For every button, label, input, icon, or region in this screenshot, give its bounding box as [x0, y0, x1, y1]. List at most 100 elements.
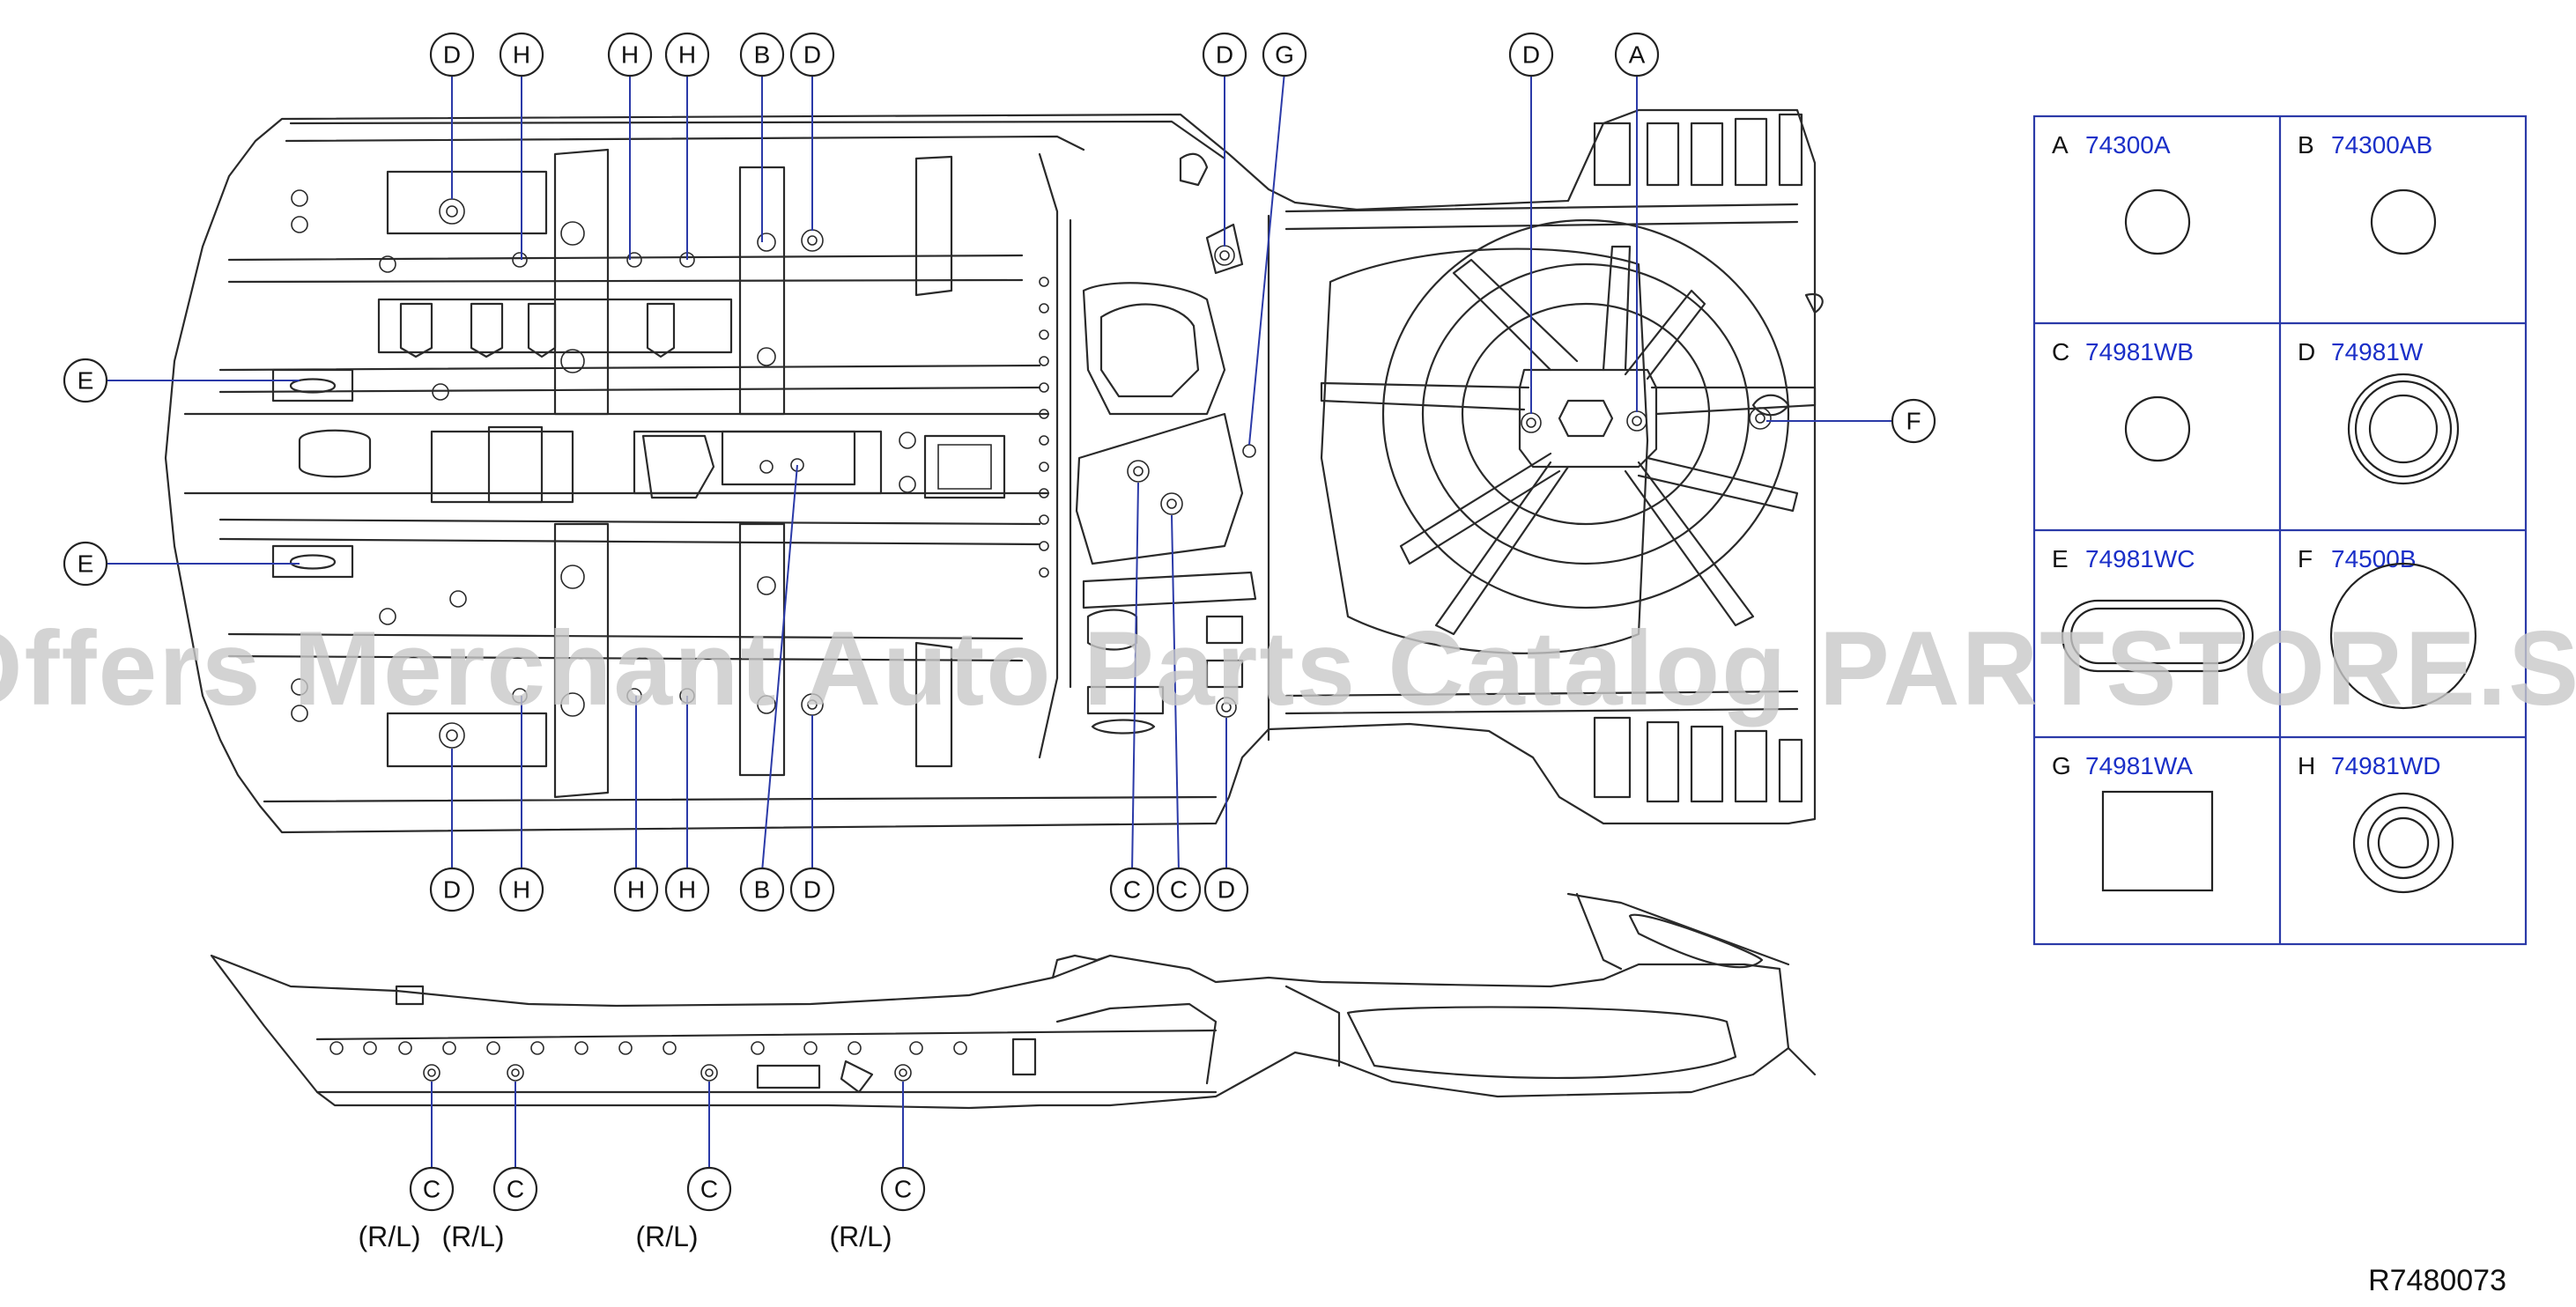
callout-h-1: H [499, 867, 544, 912]
callout-circle [492, 1166, 538, 1212]
callout-circle [664, 32, 710, 78]
callout-circle [1614, 32, 1660, 78]
callout-circle [499, 867, 544, 912]
callout-c-1: C [492, 1166, 538, 1212]
legend-cell-a: A 74300A [2052, 131, 2191, 255]
floor-pan-side-view [210, 892, 1817, 1110]
callout-d-5: D [789, 32, 835, 78]
callout-letter: E [78, 367, 94, 395]
legend-part-number: 74500B [2331, 545, 2417, 572]
callout-letter: B [754, 876, 771, 904]
legend-cell-g: G 74981WA [2052, 752, 2214, 892]
callout-letter: C [894, 1176, 912, 1203]
legend-letter: C [2052, 338, 2069, 366]
callouts-right-side: F [1891, 398, 1936, 444]
callout-d-6: D [1202, 32, 1247, 78]
callout-letter: D [1218, 876, 1235, 904]
callout-letter: D [803, 41, 821, 69]
callout-letter: C [423, 1176, 440, 1203]
callout-letter: C [507, 1176, 524, 1203]
callout-circle [1891, 398, 1936, 444]
callout-circle [880, 1166, 926, 1212]
legend-symbol-circle [2370, 188, 2437, 255]
callout-h-3: H [664, 32, 710, 78]
legend-symbol-circle [2124, 395, 2191, 462]
callout-b-4: B [739, 32, 785, 78]
callout-f-0: F [1891, 398, 1936, 444]
callout-c-7: C [1156, 867, 1202, 912]
callout-circle [739, 32, 785, 78]
callout-letter: A [1629, 41, 1646, 69]
legend-part-number: 74300A [2085, 131, 2171, 159]
callout-letter: H [678, 41, 696, 69]
callout-h-3: H [664, 867, 710, 912]
callout-circle [789, 32, 835, 78]
callout-letter: F [1906, 408, 1921, 435]
legend-symbol-circle [2124, 188, 2191, 255]
rl-label-3: (R/L) [829, 1221, 892, 1252]
callout-circle [1508, 32, 1554, 78]
callout-h-1: H [499, 32, 544, 78]
legend-letter: G [2052, 752, 2071, 779]
legend-cell-c: C 74981WB [2052, 338, 2194, 462]
legend-cell-f: F 74500B [2298, 545, 2477, 710]
callout-circle [429, 32, 475, 78]
callout-circle [664, 867, 710, 912]
legend-symbol-large-circle [2329, 562, 2477, 710]
legend-part-number: 74981WA [2085, 752, 2193, 779]
watermark-text: Offers Merchant Auto Parts Catalog PARTS… [0, 609, 2576, 727]
callout-letter: G [1275, 41, 1294, 69]
legend-cell-e: E 74981WC [2052, 545, 2254, 673]
spare-tire-well [1320, 218, 1817, 654]
callout-letter: H [513, 876, 530, 904]
legend-letter: A [2052, 131, 2069, 159]
legend-letter: F [2298, 545, 2313, 572]
legend-letter: D [2298, 338, 2315, 366]
callout-letter: E [78, 550, 94, 578]
callout-circle [686, 1166, 732, 1212]
callout-letter: D [1522, 41, 1540, 69]
callout-e-0: E [63, 358, 108, 403]
callout-c-3: C [880, 1166, 926, 1212]
legend-symbol-oval [2061, 599, 2254, 673]
callout-letter: H [627, 876, 645, 904]
callout-letter: H [513, 41, 530, 69]
callout-circle [63, 358, 108, 403]
callout-letter: C [1170, 876, 1188, 904]
legend-cell-d: D 74981W [2298, 338, 2460, 485]
callout-letter: D [1216, 41, 1233, 69]
callout-c-6: C [1109, 867, 1155, 912]
legend-letter: E [2052, 545, 2069, 572]
callout-circle [409, 1166, 455, 1212]
callout-h-2: H [613, 867, 659, 912]
rl-label-2: (R/L) [635, 1221, 698, 1252]
callout-circle [607, 32, 653, 78]
legend-part-number: 74981W [2331, 338, 2424, 366]
callout-circle [613, 867, 659, 912]
legend-part-number: 74981WB [2085, 338, 2194, 366]
callout-circle [739, 867, 785, 912]
callout-d-8: D [1203, 867, 1249, 912]
callout-circle [429, 867, 475, 912]
side-view-rl-labels: (R/L)(R/L)(R/L)(R/L) [358, 1221, 892, 1252]
callout-d-0: D [429, 867, 475, 912]
rl-label-1: (R/L) [441, 1221, 504, 1252]
callout-letter: D [443, 41, 461, 69]
callout-d-8: D [1508, 32, 1554, 78]
leader-lines [107, 71, 1892, 1167]
callout-letter: D [443, 876, 461, 904]
callout-circle [499, 32, 544, 78]
legend-part-number: 74981WC [2085, 545, 2195, 572]
legend-letter: H [2298, 752, 2315, 779]
callout-circle [1156, 867, 1202, 912]
callout-b-4: B [739, 867, 785, 912]
callouts-left-side: EE [63, 358, 108, 587]
callout-letter: H [621, 41, 639, 69]
callout-letter: C [1123, 876, 1141, 904]
callout-circle [789, 867, 835, 912]
